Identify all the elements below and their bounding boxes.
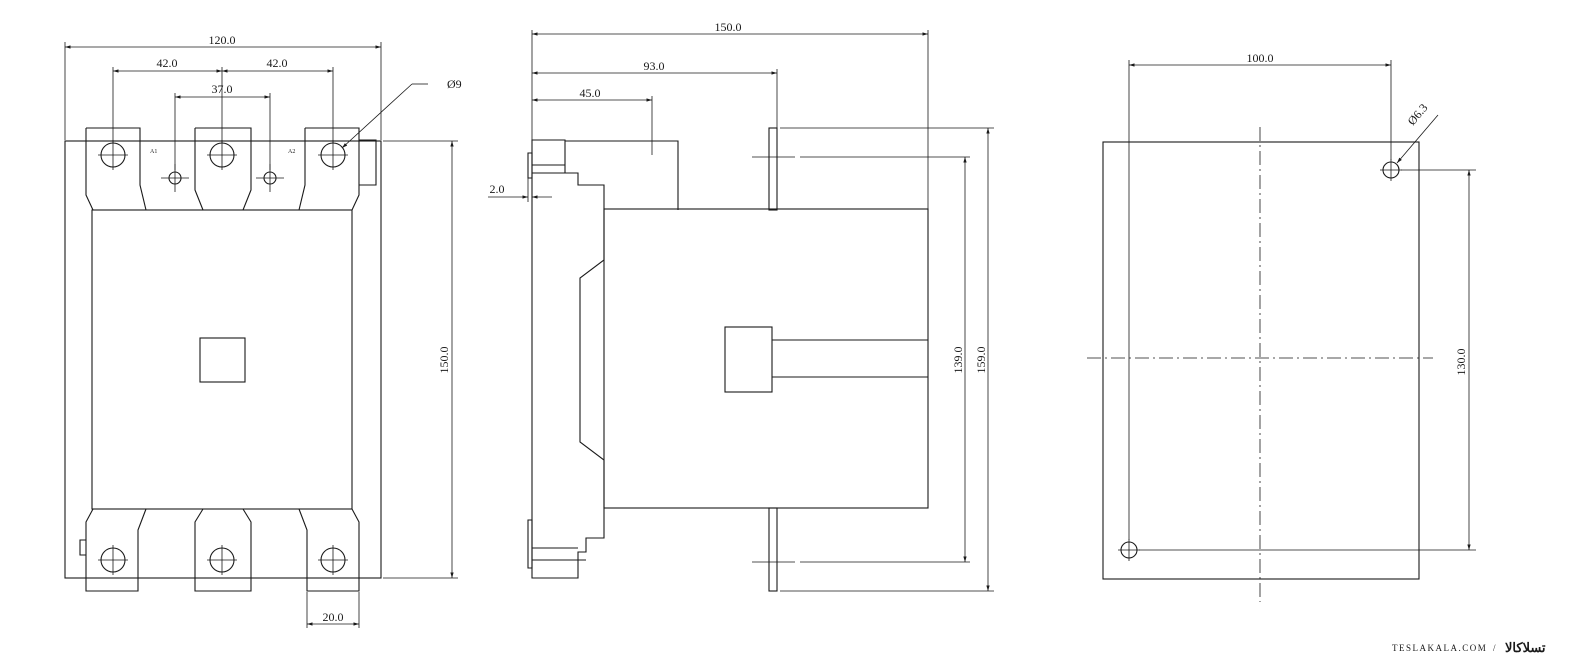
dim-side-height-outer: 159.0 [974, 347, 988, 374]
front-label-a2: A2 [288, 149, 295, 155]
dim-front-width: 120.0 [209, 33, 236, 47]
mounting-view: 100.0 130.0 Ø6.3 [1087, 51, 1476, 602]
front-terminal-top-right [298, 127, 360, 211]
side-view: 150.0 93.0 45.0 2.0 139.0 159.0 [488, 20, 994, 592]
front-terminal-bottom-left [85, 508, 147, 592]
dim-front-terminal-width: 20.0 [323, 610, 344, 624]
front-view: A1 A2 120.0 42.0 42.0 37.0 Ø9 150.0 [64, 33, 462, 628]
front-terminal-top-left [85, 127, 147, 211]
front-base-plate [64, 140, 382, 579]
side-terminal-bottom [768, 507, 778, 592]
side-actuator-stem [772, 339, 928, 378]
dim-side-height-inner: 139.0 [951, 347, 965, 374]
dim-front-coil-pitch: 37.0 [212, 82, 233, 96]
front-terminal-bottom-center [194, 508, 252, 592]
dim-side-offset: 2.0 [490, 182, 505, 196]
dim-mounting-spacing-v: 130.0 [1454, 349, 1468, 376]
watermark-separator: / [1493, 643, 1497, 653]
side-body [603, 208, 929, 509]
dim-mounting-spacing-h: 100.0 [1247, 51, 1274, 65]
front-body [91, 209, 353, 510]
watermark-site: TESLAKALA.COM [1392, 643, 1487, 653]
dim-side-depth-short: 45.0 [580, 86, 601, 100]
side-actuator-block [724, 326, 773, 393]
front-label-a1: A1 [150, 149, 157, 155]
side-arc-chamber [565, 140, 679, 210]
side-terminal-top [768, 127, 778, 211]
front-terminal-bottom-right [298, 508, 360, 592]
front-actuator-square [199, 337, 246, 383]
dim-mounting-hole-dia: Ø6.3 [1405, 101, 1431, 128]
dim-front-hole-dia: Ø9 [447, 77, 462, 91]
dim-front-pitch-left: 42.0 [157, 56, 178, 70]
dim-front-height: 150.0 [437, 347, 451, 374]
dim-side-depth-overall: 150.0 [715, 20, 742, 34]
dim-side-depth-mid: 93.0 [644, 59, 665, 73]
watermark: TESLAKALA.COM / تسلاکالا [1392, 640, 1546, 655]
front-terminal-top-center [194, 127, 252, 211]
dim-front-pitch-right: 42.0 [267, 56, 288, 70]
watermark-brand: تسلاکالا [1505, 640, 1546, 655]
mounting-plate [1102, 141, 1420, 580]
side-base-profile [531, 139, 605, 579]
